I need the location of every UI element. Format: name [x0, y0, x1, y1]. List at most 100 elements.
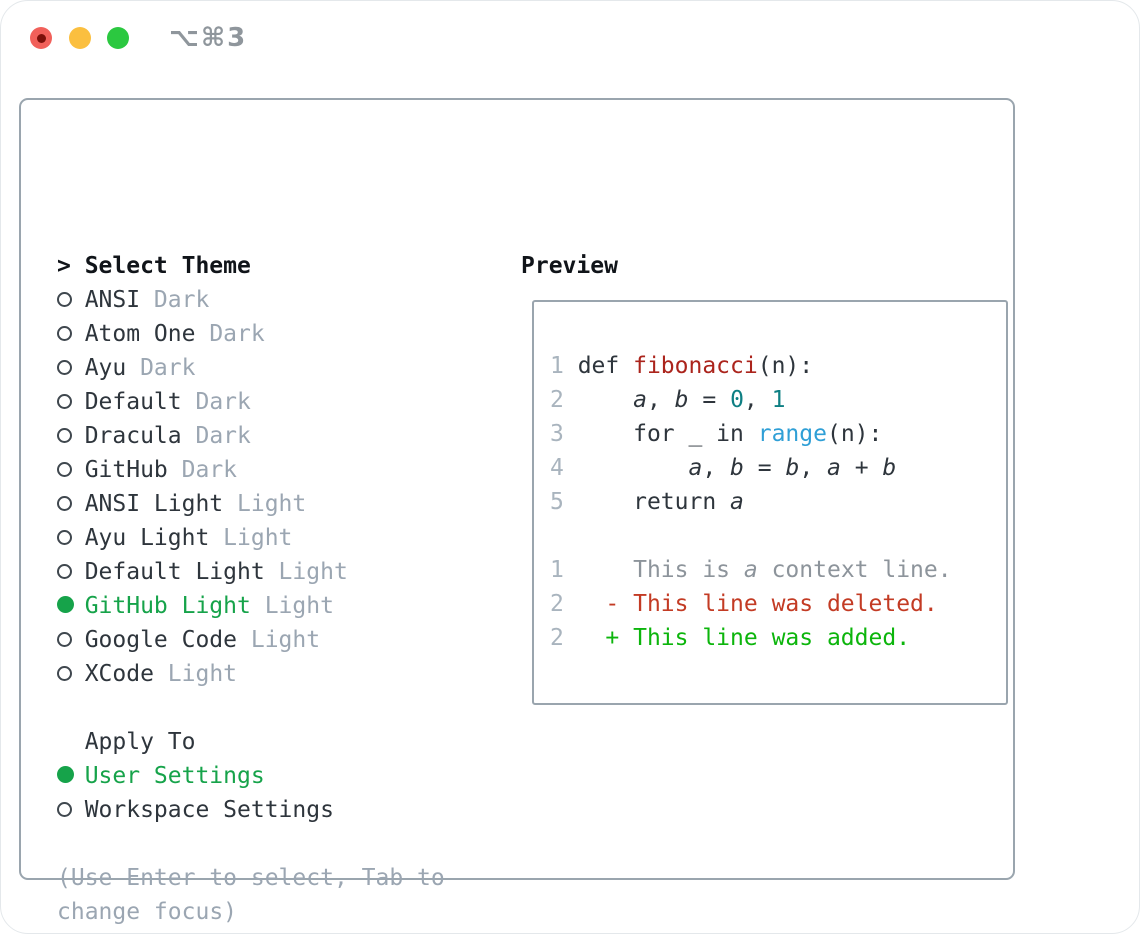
radio-marker	[57, 487, 85, 521]
theme-option-label: GitHub Dark	[85, 453, 237, 487]
theme-name: Atom One	[84, 321, 196, 347]
code-line: 2 a, b = 0, 1	[550, 383, 1006, 417]
code-segment: b	[785, 455, 800, 481]
theme-option-label: Ayu Dark	[85, 351, 196, 385]
radio-selected-icon	[57, 596, 74, 613]
theme-variant: Dark	[181, 389, 251, 415]
theme-option[interactable]: Default Dark	[57, 385, 445, 419]
prompt-icon: >	[57, 253, 71, 279]
radio-marker	[57, 351, 85, 385]
theme-option-label: Dracula Dark	[85, 419, 251, 453]
line-number: 2	[550, 387, 578, 413]
radio-icon	[57, 632, 72, 647]
theme-option[interactable]: Atom One Dark	[57, 317, 445, 351]
close-button[interactable]	[30, 27, 52, 49]
code-segment: ,	[646, 387, 675, 413]
radio-marker	[57, 589, 85, 623]
theme-option[interactable]: ANSI Dark	[57, 283, 445, 317]
radio-icon	[57, 292, 72, 307]
apply-option-label: User Settings	[84, 763, 265, 789]
zoom-button[interactable]	[107, 27, 129, 49]
code-line: 2 - This line was deleted.	[550, 587, 1006, 621]
code-segment: (n):	[757, 353, 814, 379]
radio-marker	[57, 521, 85, 555]
radio-icon	[57, 394, 72, 409]
theme-option-label: ANSI Dark	[85, 283, 210, 317]
code-segment: b	[674, 387, 689, 413]
radio-icon	[57, 360, 72, 375]
code-line	[550, 519, 1006, 553]
theme-variant: Dark	[195, 321, 265, 347]
theme-option[interactable]: Ayu Light Light	[57, 521, 445, 555]
theme-option-label: ANSI Light Light	[85, 487, 307, 521]
apply-option[interactable]: User Settings	[57, 759, 445, 793]
theme-option-label: Google Code Light	[85, 623, 320, 657]
theme-option-label: GitHub Light Light	[85, 589, 334, 623]
code-segment: ,	[702, 455, 731, 481]
theme-variant: Dark	[126, 355, 196, 381]
code-segment: fibonacci	[633, 353, 758, 379]
code-segment: This is	[577, 557, 744, 583]
theme-name: GitHub	[84, 457, 168, 483]
radio-marker	[57, 385, 85, 419]
code-segment: +	[840, 455, 883, 481]
apply-to-title: Apply To	[84, 729, 196, 755]
code-line: 5 return a	[550, 485, 1006, 519]
theme-name: Dracula	[84, 423, 182, 449]
theme-variant: Dark	[167, 457, 238, 483]
theme-option[interactable]: Dracula Dark	[57, 419, 445, 453]
theme-option[interactable]: GitHub Dark	[57, 453, 445, 487]
theme-option-label: Ayu Light Light	[85, 521, 293, 555]
code-segment: a	[688, 455, 703, 481]
radio-icon	[57, 530, 72, 545]
code-line: 3 for _ in range(n):	[550, 417, 1006, 451]
theme-option[interactable]: Google Code Light	[57, 623, 445, 657]
apply-to-header-row: Apply To	[57, 725, 445, 759]
code-segment: (n):	[826, 421, 883, 447]
theme-variant: Light	[209, 525, 293, 551]
radio-marker	[57, 453, 85, 487]
preview-title: Preview	[521, 253, 618, 279]
code-segment: a	[730, 489, 744, 515]
radio-marker	[57, 283, 85, 317]
code-line: 4 a, b = b, a + b	[550, 451, 1006, 485]
code-segment: b	[882, 455, 897, 481]
spacer	[57, 691, 445, 725]
theme-option[interactable]: GitHub Light Light	[57, 589, 445, 623]
radio-icon	[57, 564, 72, 579]
code-segment	[578, 387, 633, 413]
theme-option[interactable]: ANSI Light Light	[57, 487, 445, 521]
theme-variant: Light	[223, 491, 307, 517]
theme-option[interactable]: XCode Light	[57, 657, 445, 691]
line-number: 1	[550, 353, 578, 379]
radio-marker	[57, 317, 85, 351]
theme-option[interactable]: Default Light Light	[57, 555, 445, 589]
radio-icon	[57, 326, 72, 341]
line-number: 2	[550, 625, 578, 651]
theme-option[interactable]: Ayu Dark	[57, 351, 445, 385]
minimize-button[interactable]	[69, 27, 91, 49]
theme-option-label: Atom One Dark	[85, 317, 265, 351]
code-line: 1 def fibonacci(n):	[550, 349, 1006, 383]
radio-icon	[57, 666, 72, 681]
radio-icon	[57, 802, 72, 817]
theme-name: ANSI Light	[84, 491, 224, 517]
code-segment: =	[688, 387, 731, 413]
apply-option-label: Workspace Settings	[84, 797, 334, 823]
radio-marker	[57, 555, 85, 589]
code-segment: - This line was deleted.	[577, 591, 938, 617]
code-segment	[578, 455, 689, 481]
hint-line: change focus)	[57, 899, 238, 925]
apply-option[interactable]: Workspace Settings	[57, 793, 445, 827]
theme-name: Default	[84, 389, 182, 415]
radio-icon	[57, 428, 72, 443]
code-segment: ,	[743, 387, 772, 413]
theme-name: XCode	[84, 661, 154, 687]
radio-marker	[57, 657, 85, 691]
